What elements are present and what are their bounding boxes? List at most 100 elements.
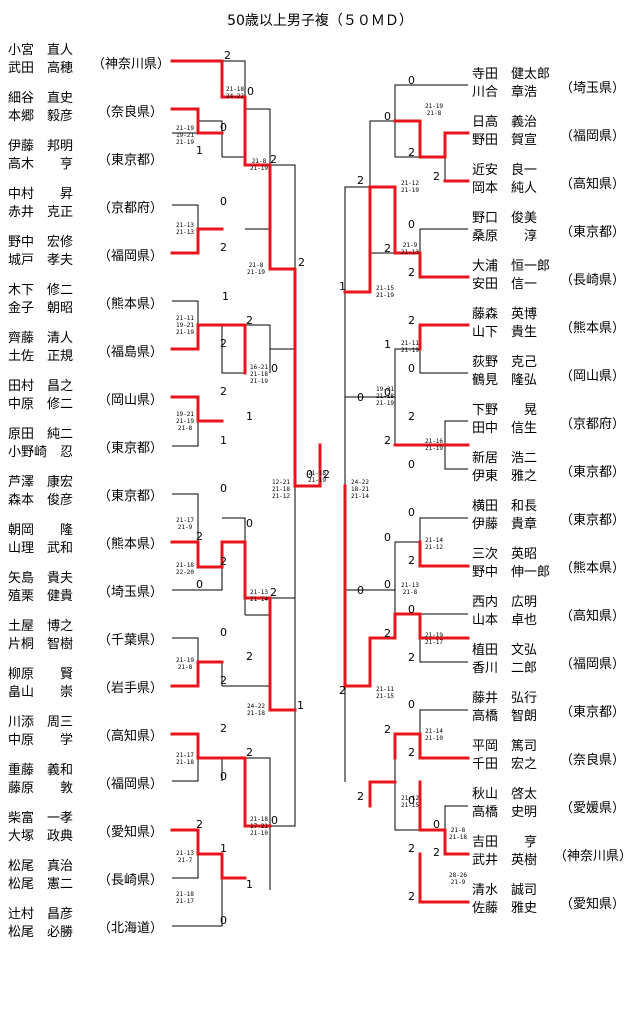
set-count: 2: [384, 242, 391, 255]
set-count: 0: [408, 458, 415, 471]
set-count: 0: [408, 603, 415, 616]
set-count: 0: [271, 814, 278, 827]
game-score-line: 16-21: [249, 364, 269, 371]
left-player-1: 伊藤 邦明: [8, 139, 74, 154]
left-prefecture: （高知県）: [98, 729, 164, 744]
game-score-line: 21-13: [175, 850, 195, 857]
set-count: 2: [196, 818, 203, 831]
game-score-line: 21-15: [375, 285, 395, 292]
right-player-2: 香川 二郎: [472, 661, 538, 676]
right-prefecture: （熊本県）: [560, 561, 626, 576]
game-score-line: 21-19: [249, 378, 269, 385]
right-prefecture: （愛媛県）: [560, 801, 626, 816]
game-score-line: 21-13: [249, 589, 269, 596]
game-score-line: 21-19: [175, 329, 195, 336]
game-score-line: 21-19: [249, 165, 269, 172]
left-player-2: 本郷 毅彦: [8, 109, 74, 124]
right-player-2: 千田 宏之: [472, 757, 538, 772]
game-score-line: 21-8: [248, 262, 264, 269]
set-count: 0: [306, 468, 313, 481]
right-player-1: 新居 浩二: [472, 451, 538, 466]
right-player-2: 野田 賀宣: [472, 133, 538, 148]
left-player-2: 小野崎 忍: [8, 445, 74, 460]
game-score-line: 21-8: [251, 158, 267, 165]
game-score-line: 21-11: [175, 315, 195, 322]
left-prefecture: （東京都）: [98, 153, 164, 168]
set-count: 0: [384, 578, 391, 591]
left-player-2: 殖栗 健貴: [8, 589, 74, 604]
set-count: 1: [384, 338, 391, 351]
set-count: 2: [357, 790, 364, 803]
set-count: 0: [357, 584, 364, 597]
set-count: 2: [220, 722, 227, 735]
game-score-line: 21-18: [225, 86, 245, 93]
right-player-2: 川合 章浩: [472, 85, 538, 100]
left-player-2: 山理 武和: [8, 541, 74, 556]
game-score-line: 21-19: [175, 657, 195, 664]
left-player-2: 金子 朝昭: [8, 301, 74, 316]
left-player-2: 中原 学: [8, 733, 74, 748]
right-player-2: 山本 卓也: [472, 613, 538, 628]
left-prefecture: （千葉県）: [98, 633, 164, 648]
right-prefecture: （東京都）: [560, 465, 626, 480]
set-count: 2: [433, 170, 440, 183]
game-score-line: 21-10: [249, 830, 269, 837]
right-player-1: 藤井 弘行: [472, 691, 538, 706]
right-prefecture: （高知県）: [560, 609, 626, 624]
game-score-line: 21-19: [175, 125, 195, 132]
set-count: 2: [270, 586, 277, 599]
right-player-2: 安田 信一: [472, 277, 538, 292]
left-prefecture: （熊本県）: [98, 537, 164, 552]
set-count: 0: [246, 517, 253, 530]
set-count: 0: [408, 698, 415, 711]
left-player-1: 辻村 昌彦: [8, 907, 74, 922]
set-count: 2: [408, 410, 415, 423]
left-player-1: 松尾 真治: [8, 859, 74, 874]
right-player-2: 鶴見 隆弘: [472, 373, 538, 388]
left-prefecture: （福岡県）: [98, 777, 164, 792]
set-count: 2: [220, 555, 227, 568]
left-prefecture: （福岡県）: [98, 249, 164, 264]
game-score-line: 21-8: [177, 664, 193, 671]
right-prefecture: （埼玉県）: [560, 81, 626, 96]
game-score-line: 21-19: [375, 292, 395, 299]
set-count: 2: [408, 651, 415, 664]
right-player-1: 日高 義治: [472, 115, 538, 130]
left-prefecture: （神奈川県）: [92, 57, 171, 72]
right-player-1: 藤森 英博: [472, 307, 538, 322]
left-player-1: 原田 純二: [8, 427, 74, 442]
left-prefecture: （北海道）: [98, 921, 164, 936]
set-count: 0: [384, 386, 391, 399]
right-prefecture: （高知県）: [560, 177, 626, 192]
game-score-line: 21-8: [426, 110, 442, 117]
set-count: 0: [408, 506, 415, 519]
left-player-2: 片桐 智樹: [8, 637, 74, 652]
right-player-1: 寺田 健太郎: [472, 67, 551, 82]
game-score-line: 21-18: [249, 816, 269, 823]
set-count: 2: [220, 385, 227, 398]
game-score-line: 21-19: [375, 400, 395, 407]
game-score-line: 19-21: [175, 322, 195, 329]
left-prefecture: （福島県）: [98, 345, 164, 360]
right-player-1: 大浦 恒一郎: [472, 259, 551, 274]
set-count: 2: [246, 314, 253, 327]
game-score-line: 21-12: [400, 795, 420, 802]
game-score-line: 24-22: [246, 703, 266, 710]
game-score-line: 21-16: [424, 438, 444, 445]
game-score-line: 21-15: [400, 802, 420, 809]
left-prefecture: （長崎県）: [98, 873, 164, 888]
page-title: 50歳以上男子複（５０ＭＤ）: [227, 13, 413, 29]
game-score-line: 21-18: [249, 371, 269, 378]
set-count: 1: [220, 842, 227, 855]
